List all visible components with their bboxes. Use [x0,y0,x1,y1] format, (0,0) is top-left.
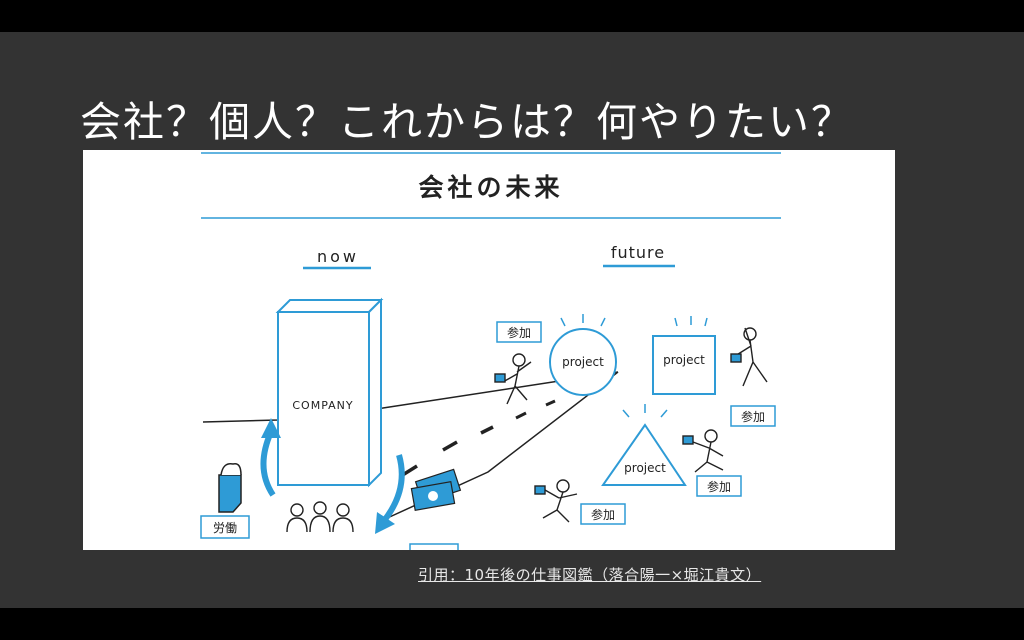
people-icon [286,501,354,533]
labor-arrow [260,418,281,497]
labor-box [200,515,250,539]
now-label: now [317,247,359,266]
project-triangle-label: project [624,461,666,475]
fist-icon [218,462,242,513]
project-triangle-group [601,404,687,486]
join-label-3: 参加 [707,479,731,494]
future-label: future [611,243,665,262]
join-box-3 [696,475,742,497]
reward-label: 報酬 [422,549,446,550]
runner-icon [682,429,724,473]
runner-icon [494,353,532,405]
runner-icon [730,327,768,387]
runner-icon [534,479,578,523]
join-label-1: 参加 [507,325,531,340]
join-box-1 [496,321,542,343]
company-future-illustration: 会社の未来 now future COMPANY [83,150,895,550]
reward-box [409,543,459,550]
project-square-label: project [663,353,705,367]
project-square-group [652,316,716,395]
labor-label: 労働 [213,521,237,535]
join-box-2 [730,405,776,427]
join-label-4: 参加 [591,507,615,522]
slide-title: 会社？個人？これからは？何やりたい？ [80,98,854,146]
money-icon [410,468,462,512]
illustration-svg: 会社の未来 now future COMPANY [200,152,781,550]
citation-link[interactable]: 引用：10年後の仕事図鑑（落合陽一×堀江貴文） [418,566,762,584]
reward-arrow [375,454,405,534]
slide: 会社？個人？これからは？何やりたい？ 会社の未来 now future [0,32,1024,608]
company-building [275,297,384,488]
join-box-4 [580,503,626,525]
company-label: COMPANY [292,399,353,412]
join-label-2: 参加 [741,409,765,424]
project-circle-group [549,314,617,396]
illustration-heading: 会社の未来 [418,173,563,202]
project-circle-label: project [562,355,604,369]
